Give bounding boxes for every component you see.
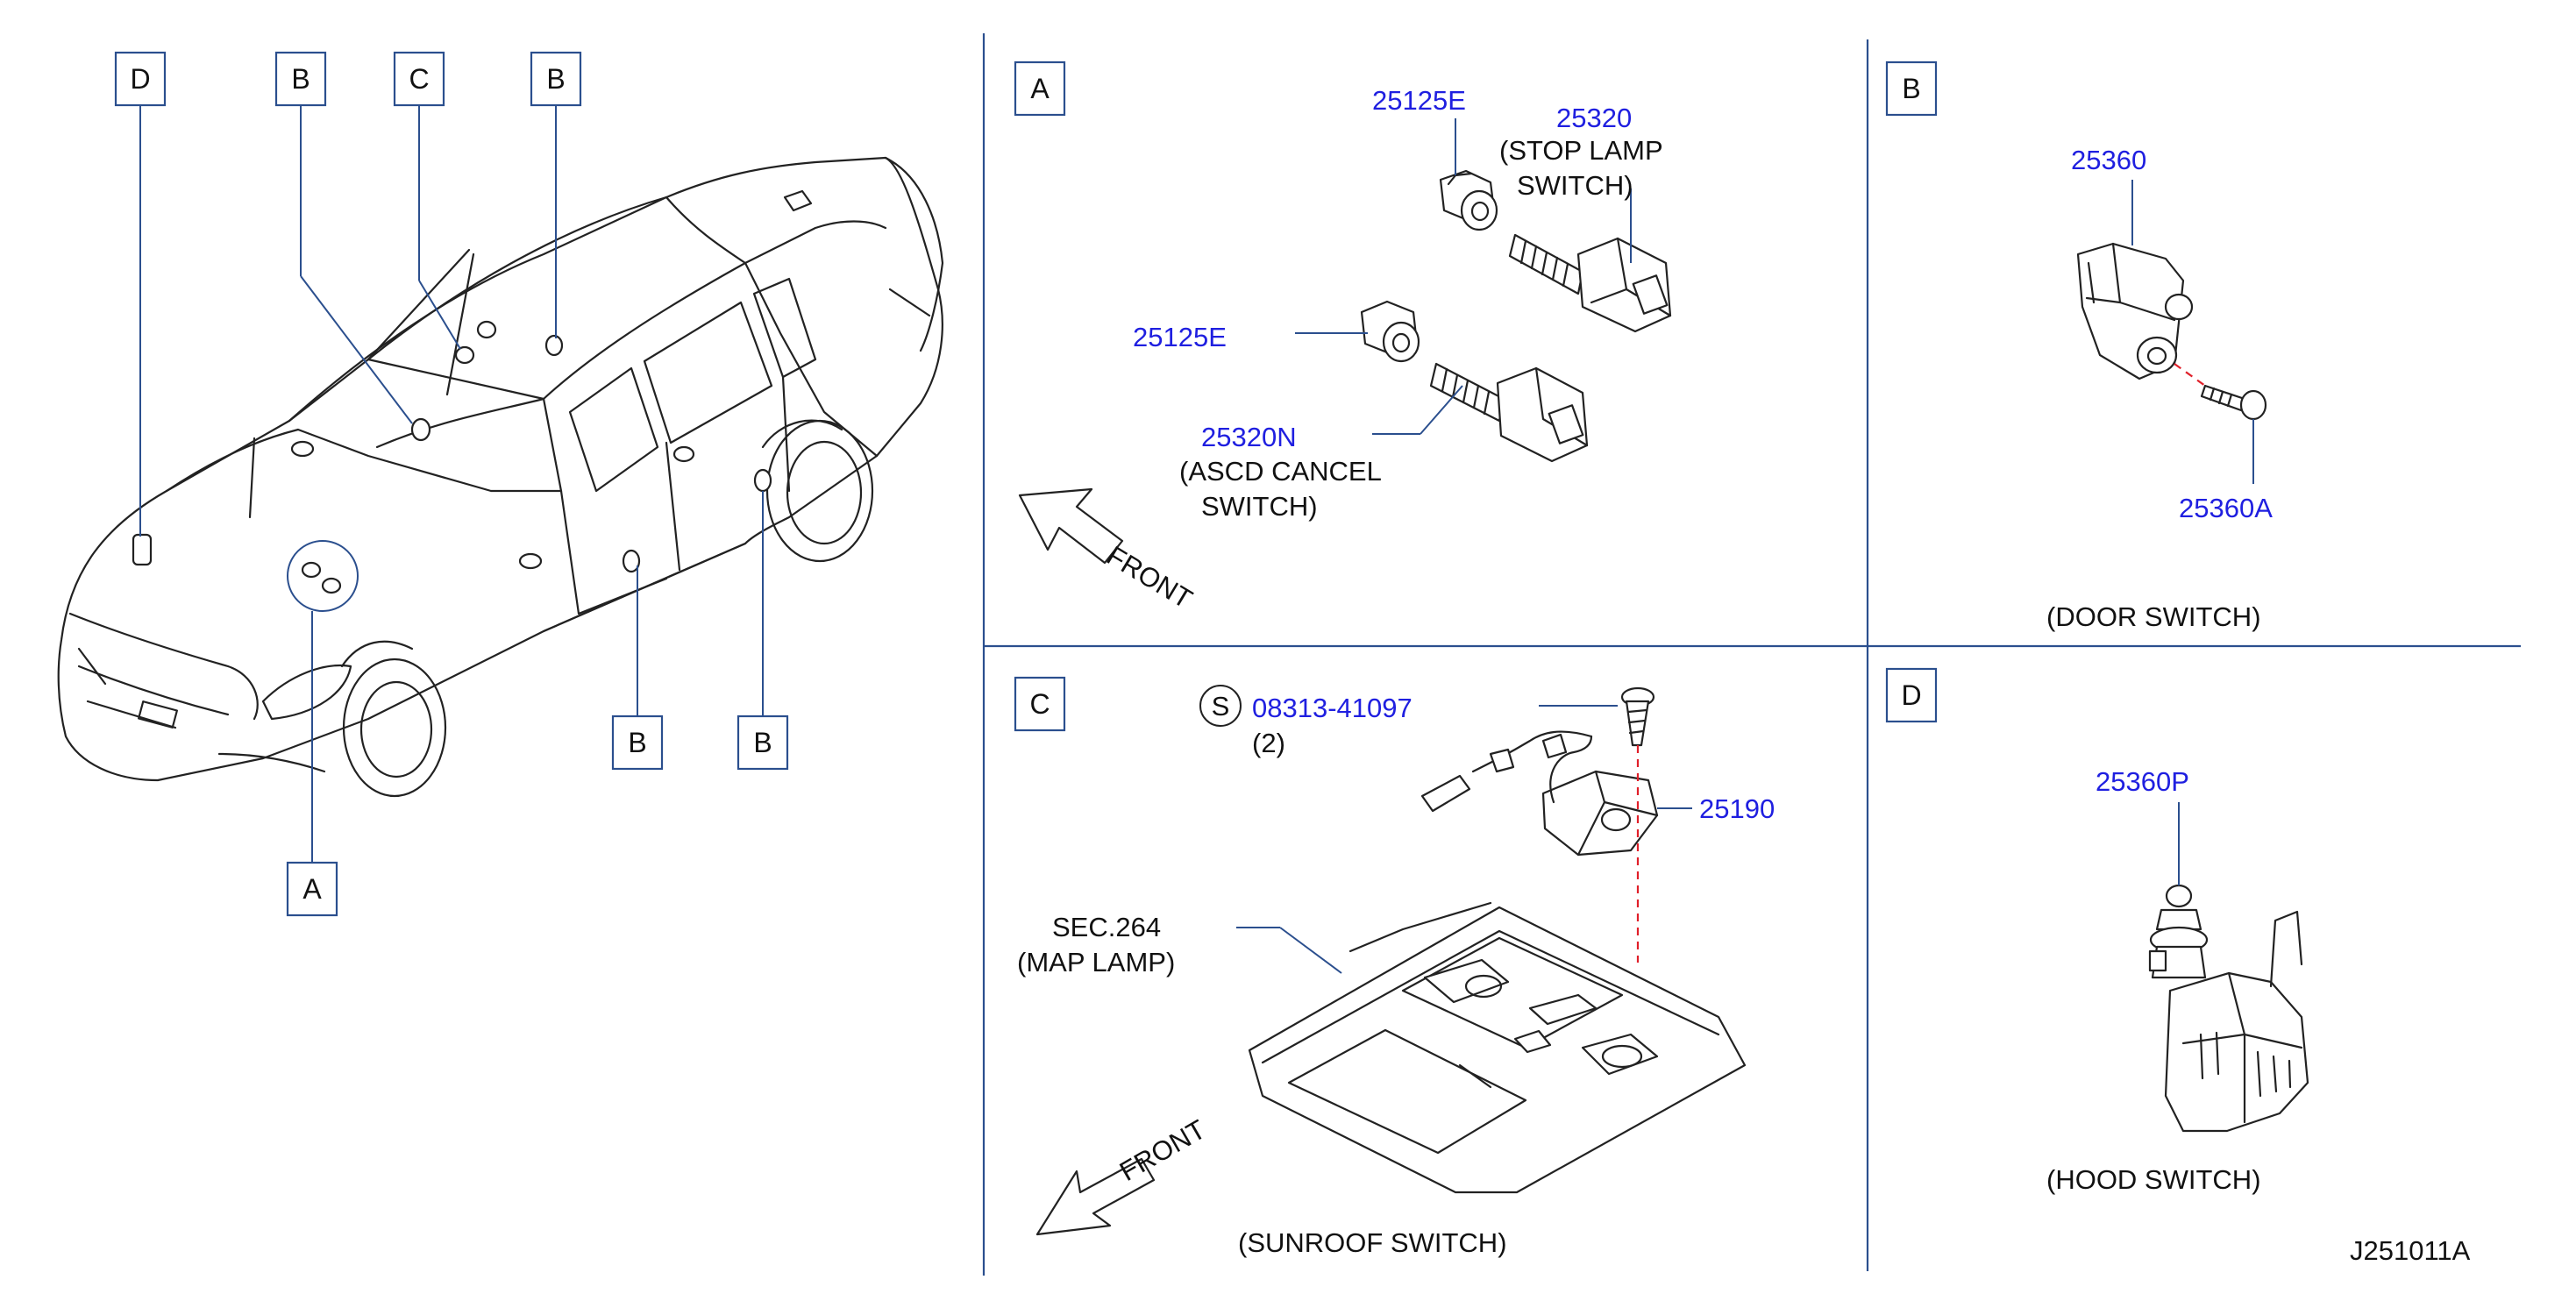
front-label-a: FRONT (1101, 540, 1198, 615)
pn-25320: 25320 (1556, 103, 1632, 133)
front-label-c: FRONT (1114, 1113, 1211, 1187)
stop-lamp-label-2: SWITCH) (1517, 170, 1633, 201)
svg-text:A: A (302, 873, 322, 905)
svg-text:B: B (753, 727, 772, 758)
panel-d: D 25360P (HOOD SWITCH) (1885, 667, 2309, 1195)
panel-a-letter: A (1030, 73, 1050, 104)
stop-lamp-label-1: (STOP LAMP (1499, 135, 1663, 166)
screw-25360a (2200, 384, 2267, 421)
svg-text:B: B (628, 727, 646, 758)
panel-a-letter-box (1014, 60, 1066, 117)
pn-25125e-top: 25125E (1372, 85, 1466, 116)
callout-a: A (286, 861, 338, 917)
pn-25360a: 25360A (2179, 493, 2273, 523)
nut-25125e-bottom (1360, 300, 1420, 363)
ascd-label-2: SWITCH) (1201, 491, 1318, 522)
front-arrow-icon (1018, 487, 1124, 565)
s-symbol: S (1212, 691, 1230, 722)
panel-c: C S 08313-41097 (2) 25190 (1014, 676, 1775, 1258)
panel-d-letter: D (1901, 679, 1921, 711)
panel-b-letter: B (1902, 73, 1920, 104)
pn-08313-41097: 08313-41097 (1252, 693, 1413, 723)
panel-dividers (982, 33, 2521, 1276)
door-switch (2076, 242, 2194, 380)
pn-25125e-bottom: 25125E (1133, 322, 1227, 352)
pn-25320n: 25320N (1201, 422, 1297, 452)
callout-b-1: B (274, 51, 327, 107)
ascd-cancel-switch (1429, 362, 1589, 463)
car-overview-illustration (57, 156, 944, 798)
bolt-08313 (1620, 686, 1655, 747)
panel-a: A (1014, 60, 1672, 615)
pn-25190: 25190 (1699, 793, 1775, 824)
pn-25360: 25360 (2071, 145, 2146, 175)
sunroof-switch-25190 (1420, 730, 1659, 857)
hood-switch (2148, 884, 2309, 1133)
map-lamp-label: (MAP LAMP) (1017, 947, 1175, 978)
callout-b-2: B (530, 51, 582, 107)
overview-leaders (139, 105, 764, 863)
stop-lamp-switch (1508, 233, 1672, 333)
map-lamp-housing (1248, 901, 1747, 1194)
svg-text:D: D (130, 63, 150, 95)
callout-d: D (114, 51, 167, 107)
svg-text:B: B (291, 63, 310, 95)
panel-c-letter: C (1029, 688, 1050, 720)
panel-c-letter-box (1014, 676, 1066, 732)
front-arrow-c-icon (1035, 1157, 1156, 1236)
ascd-label-1: (ASCD CANCEL (1179, 456, 1382, 487)
hood-switch-caption: (HOOD SWITCH) (2046, 1164, 2261, 1195)
pn-25360p: 25360P (2096, 766, 2189, 797)
s-symbol-circle (1199, 685, 1242, 727)
callout-c: C (393, 51, 445, 107)
callout-b-4: B (737, 714, 789, 771)
panel-b: B 25360 25360A (DOOR SWITCH) (1885, 60, 2273, 632)
callout-b-3: B (611, 714, 664, 771)
bolt-qty: (2) (1252, 728, 1285, 758)
sunroof-switch-caption: (SUNROOF SWITCH) (1238, 1227, 1507, 1258)
nut-25125e-top (1439, 169, 1498, 231)
svg-text:B: B (546, 63, 565, 95)
door-switch-caption: (DOOR SWITCH) (2046, 601, 2261, 632)
panel-b-letter-box (1885, 60, 1938, 117)
panel-d-letter-box (1885, 667, 1938, 723)
sec264-label: SEC.264 (1052, 912, 1161, 942)
svg-text:C: C (409, 63, 429, 95)
diagram-id: J251011A (2350, 1235, 2471, 1266)
